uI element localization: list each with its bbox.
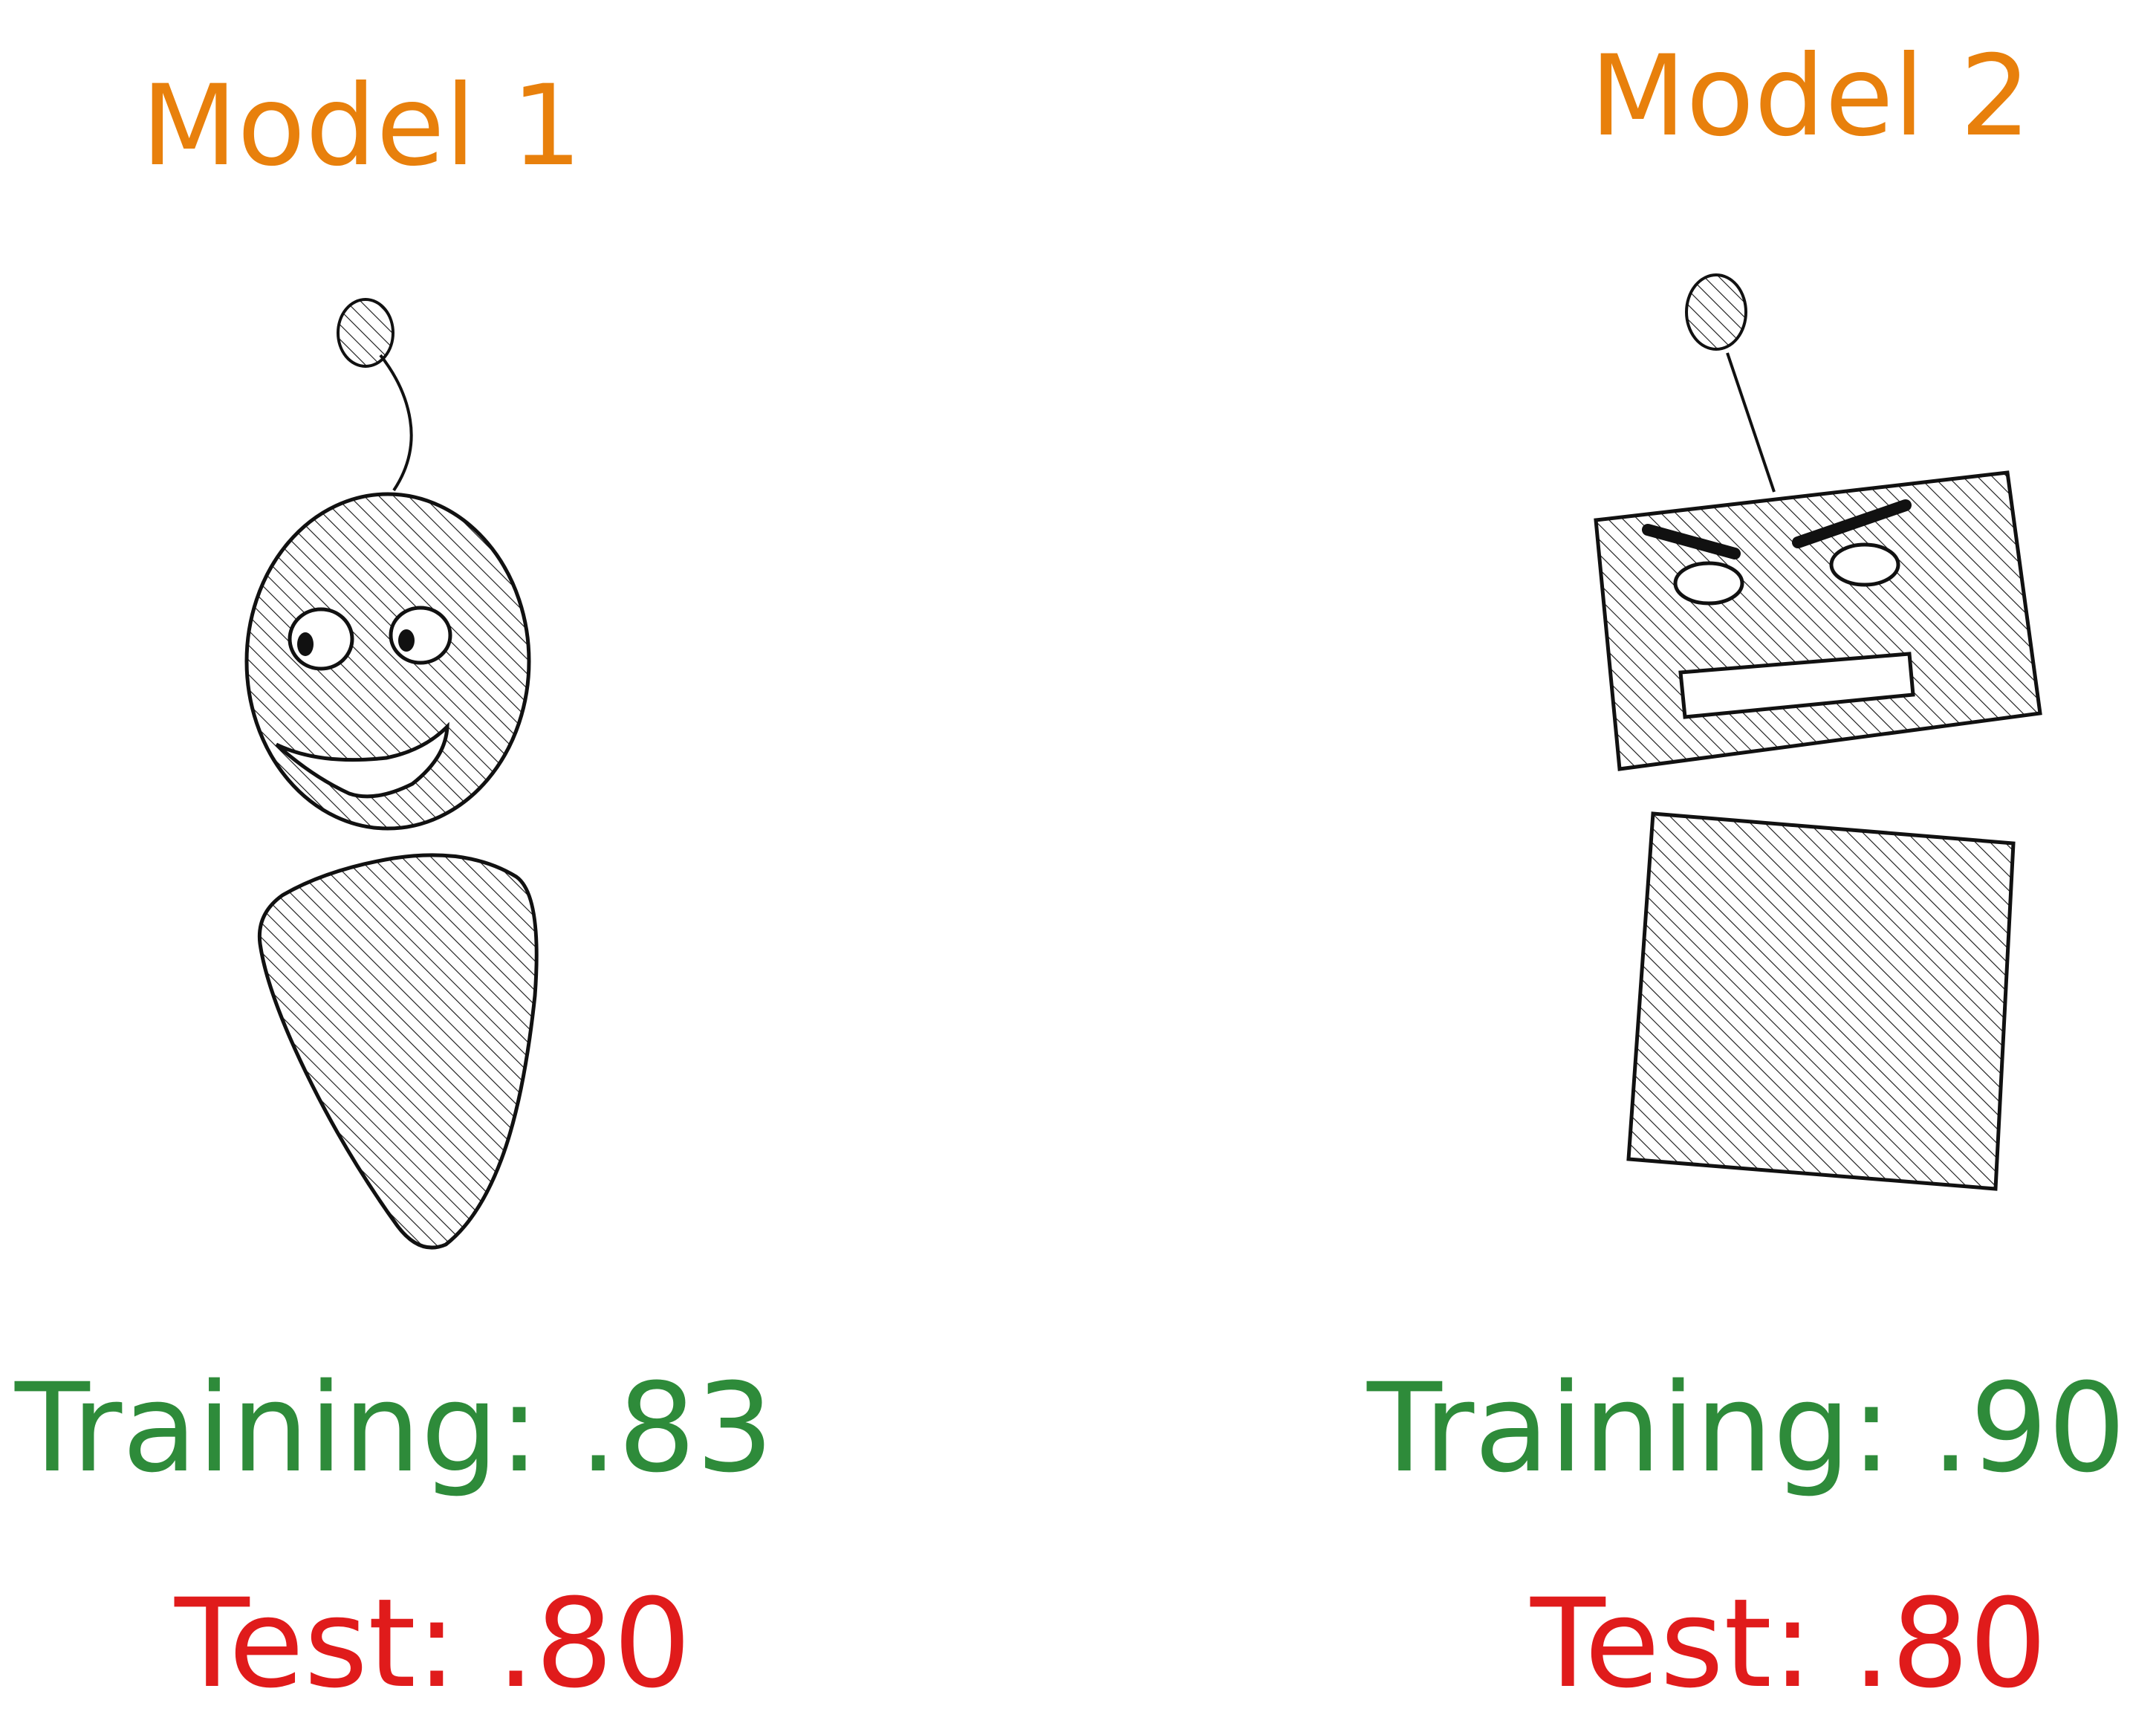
right-eye-icon: [1829, 542, 1900, 587]
antenna-ball-icon: [1685, 273, 1747, 351]
right-pupil-icon: [398, 629, 415, 652]
model-2-test-score: Test: .80: [1530, 1572, 2048, 1715]
antenna-wire-icon: [379, 354, 413, 492]
antenna-wire-icon: [1726, 352, 1776, 493]
model-2-title: Model 2: [1590, 32, 2031, 161]
smile-mouth-icon: [275, 721, 449, 799]
robot-head-icon: [244, 492, 531, 831]
model-1-title: Model 1: [141, 62, 582, 191]
clenched-mouth-icon: [1678, 652, 1915, 719]
right-eyebrow-icon: [1792, 499, 1912, 548]
antenna-ball-icon: [337, 298, 394, 368]
left-eyebrow-icon: [1642, 524, 1741, 559]
robot-body-icon: [257, 853, 539, 1250]
model-1-test-score: Test: .80: [175, 1572, 692, 1715]
robot-body-icon: [1626, 811, 2016, 1191]
left-eye-icon: [1673, 561, 1744, 606]
model-2-training-score: Training: .90: [1367, 1357, 2126, 1499]
square-angry-robot-icon: [1594, 273, 2042, 1191]
left-pupil-icon: [297, 632, 314, 656]
model-1-training-score: Training: .83: [15, 1357, 774, 1499]
round-smiling-robot-icon: [244, 298, 539, 1250]
robot-head-icon: [1594, 470, 2042, 771]
